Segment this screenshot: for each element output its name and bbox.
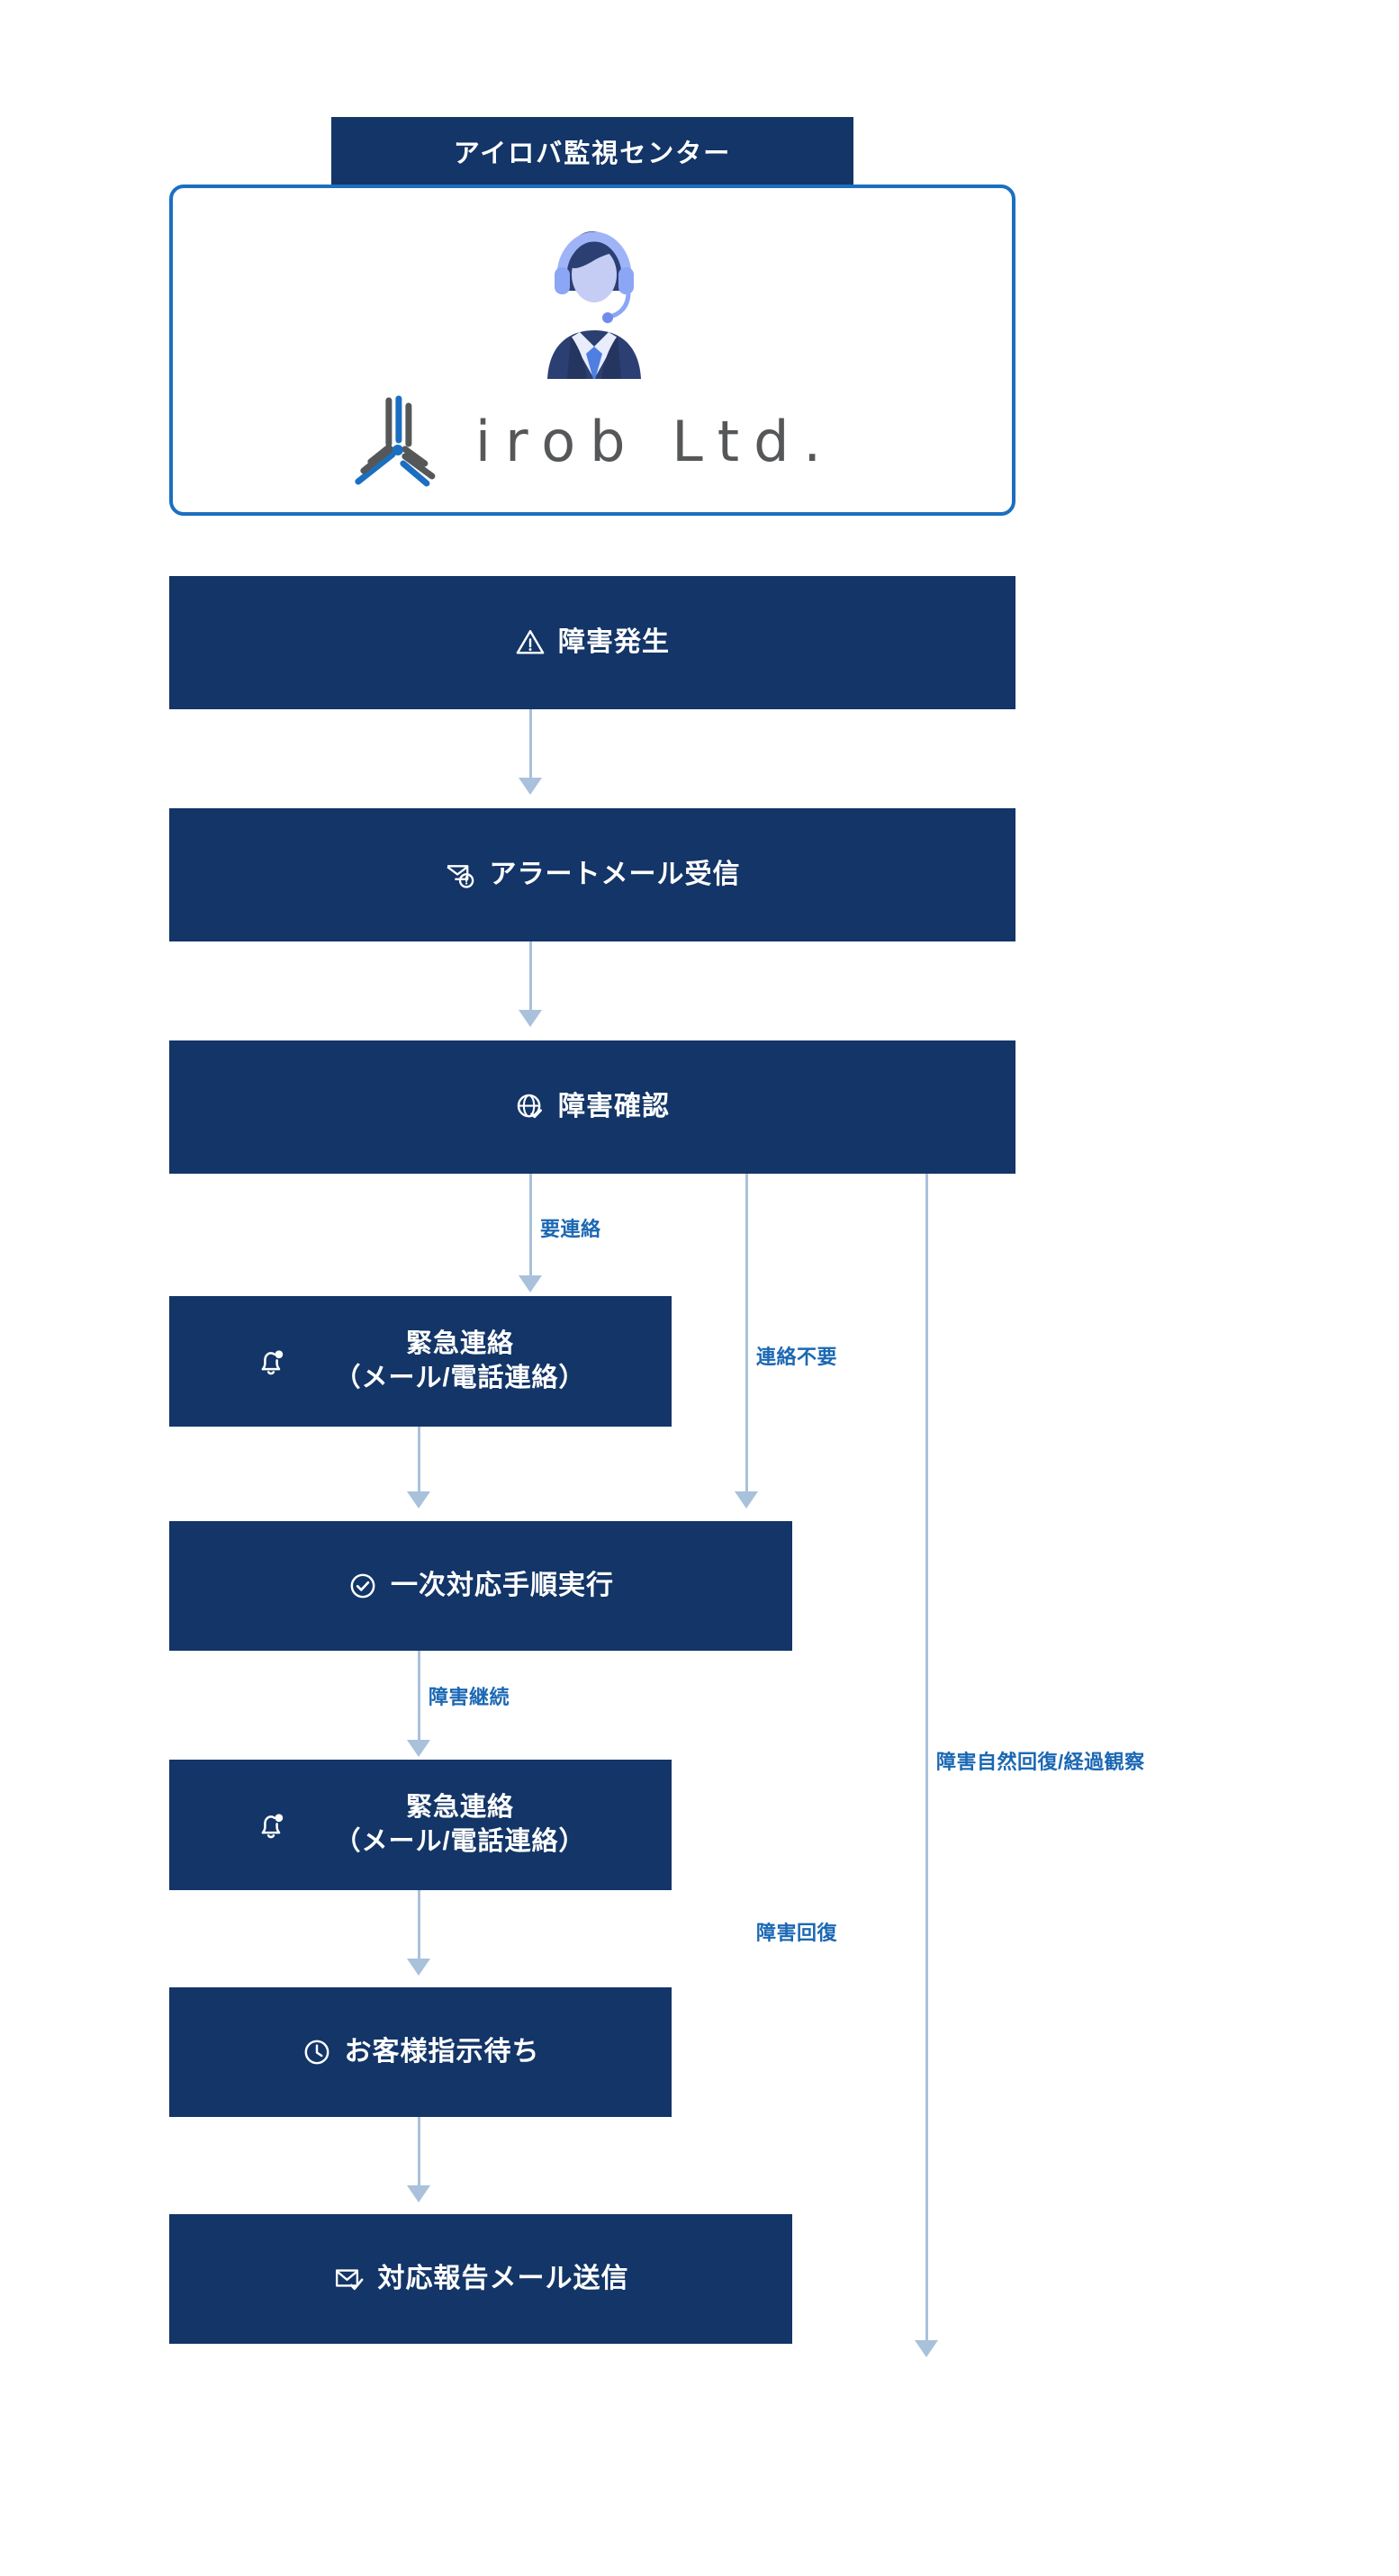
brand-lockup: irob Ltd.	[349, 393, 835, 491]
arrowhead-alert-to-confirm	[519, 1010, 542, 1027]
edge-alert-to-confirm	[529, 941, 532, 1013]
arrowhead-contact1-to-firstresponse	[407, 1491, 430, 1509]
node-fault-confirmation[interactable]: 障害確認	[169, 1040, 1015, 1174]
mail-check-icon	[335, 2269, 363, 2291]
arrowhead-firstresponse-to-contact2	[407, 1740, 430, 1757]
edge-confirm-to-contact1	[529, 1174, 532, 1279]
node-alert-mail-received[interactable]: アラートメール受信	[169, 808, 1015, 941]
edge-label-no-contact: 連絡不要	[756, 1346, 838, 1368]
node-await-instruction[interactable]: お客様指示待ち	[169, 1987, 672, 2117]
arrowhead-fault-to-alert	[519, 778, 542, 795]
node-label: 緊急連絡 （メール/電話連絡）	[334, 1793, 586, 1856]
globe-check-icon	[517, 1094, 542, 1119]
brand-name: irob Ltd.	[474, 409, 836, 474]
edge-firstresponse-to-contact2	[418, 1651, 420, 1743]
bell-alert-icon	[262, 1349, 284, 1374]
center-title-tab: アイロバ監視センター	[331, 117, 853, 185]
arrowhead-await-to-report	[407, 2185, 430, 2202]
edge-label-fault-continues: 障害継続	[429, 1686, 510, 1708]
node-report-mail-sent[interactable]: 対応報告メール送信	[169, 2214, 792, 2344]
page-title: アイロバ監視センター	[453, 139, 732, 168]
arrowhead-confirm-to-firstresponse	[735, 1491, 758, 1509]
edge-label-need-contact: 要連絡	[540, 1218, 601, 1240]
edge-confirm-to-firstresponse	[745, 1174, 748, 1495]
bell-alert-icon	[262, 1813, 284, 1838]
node-label: お客様指示待ち	[344, 2036, 540, 2067]
edge-label-fault-recovered: 障害回復	[756, 1922, 838, 1944]
clock-icon	[304, 2040, 329, 2065]
edge-contact2-to-await	[418, 1890, 420, 1962]
edge-label-self-recovered: 障害自然回復/経過観察	[936, 1751, 1145, 1773]
node-emergency-contact-2[interactable]: 緊急連絡 （メール/電話連絡）	[169, 1760, 672, 1890]
node-first-response[interactable]: 一次対応手順実行	[169, 1521, 792, 1651]
irob-triskelion-logo-icon	[355, 395, 436, 487]
edge-fault-to-alert	[529, 709, 532, 781]
node-label: 一次対応手順実行	[391, 1570, 614, 1600]
headset-operator-icon	[547, 231, 641, 379]
node-label: アラートメール受信	[489, 859, 741, 889]
edge-contact1-to-firstresponse	[418, 1427, 420, 1495]
edge-await-to-report	[418, 2117, 420, 2189]
node-label: 緊急連絡 （メール/電話連絡）	[334, 1329, 586, 1392]
node-emergency-contact-1[interactable]: 緊急連絡 （メール/電話連絡）	[169, 1296, 672, 1427]
edge-confirm-to-observation	[925, 1174, 928, 2344]
node-label: 障害確認	[558, 1091, 670, 1121]
arrowhead-confirm-to-observation	[915, 2340, 938, 2357]
company-logo-card: irob Ltd.	[169, 185, 1015, 516]
mail-alert-icon	[446, 865, 474, 888]
arrowhead-confirm-to-contact1	[519, 1275, 542, 1293]
node-fault-occurred[interactable]: 障害発生	[169, 576, 1015, 709]
warning-triangle-icon	[516, 630, 545, 654]
check-circle-icon	[350, 1573, 375, 1599]
node-label: 対応報告メール送信	[377, 2263, 629, 2293]
node-label: 障害発生	[558, 626, 670, 657]
arrowhead-contact2-to-await	[407, 1959, 430, 1976]
